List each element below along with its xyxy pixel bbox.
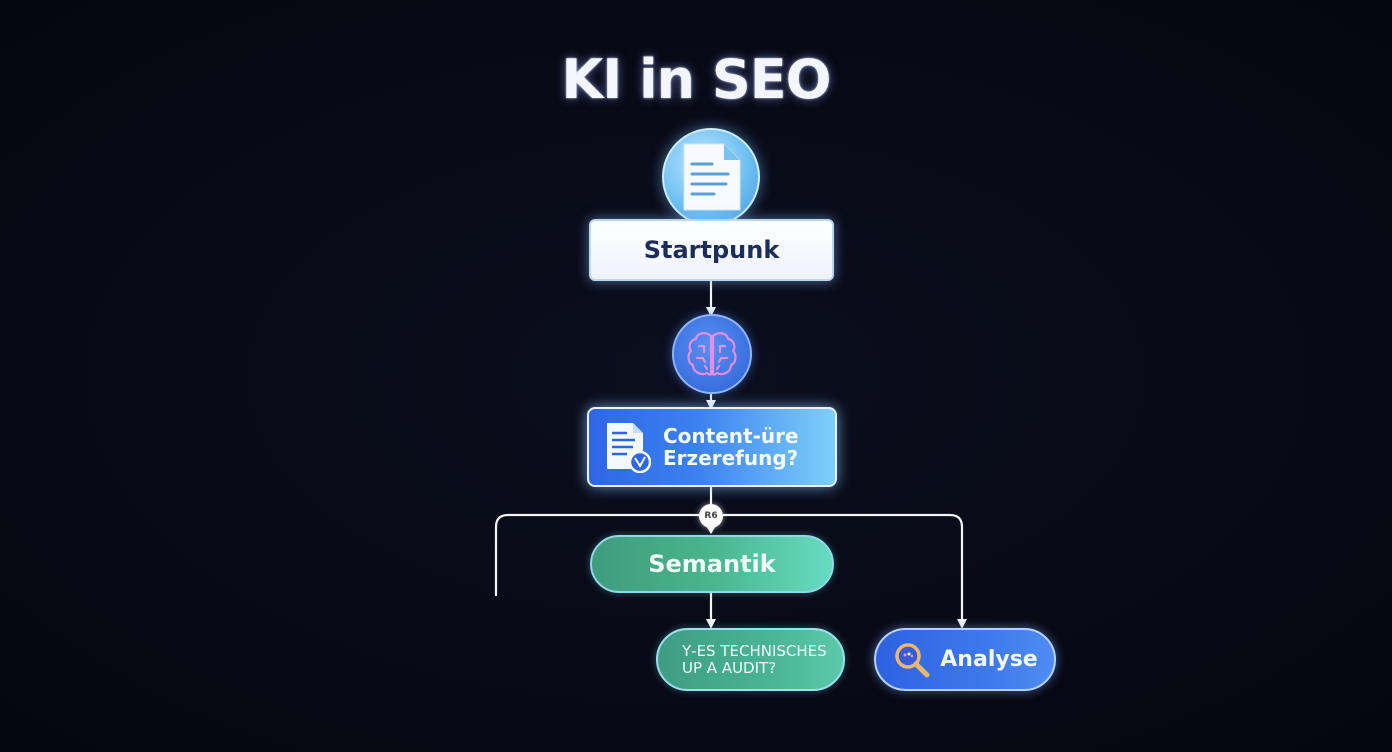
technical-audit-node: Y‑ES TECHNISCHES UP A AUDIT?	[656, 628, 845, 691]
technical-audit-line1: Y‑ES TECHNISCHES	[682, 641, 827, 660]
technical-audit-line2: UP A AUDIT?	[682, 658, 777, 677]
start-label: Startpunk	[643, 236, 780, 264]
document-node	[662, 128, 760, 226]
diagram-title: KI in SEO	[561, 48, 831, 111]
document-check-icon	[607, 423, 651, 473]
branch-badge: R6	[699, 504, 723, 534]
semantik-label: Semantik	[648, 550, 776, 578]
content-decision-node: Content-üre Erzerefung?	[587, 407, 837, 487]
brain-icon	[687, 332, 737, 376]
content-label-line1: Content-üre	[663, 424, 799, 448]
content-label-line2: Erzerefung?	[663, 446, 799, 470]
start-node: Startpunk	[589, 219, 834, 281]
magnifier-icon	[895, 642, 930, 677]
analyse-label: Analyse	[940, 647, 1038, 672]
content-label: Content-üre Erzerefung?	[663, 425, 799, 469]
document-icon	[683, 143, 741, 211]
analyse-node: Analyse	[874, 628, 1056, 691]
semantik-node: Semantik	[590, 535, 834, 593]
ai-brain-node	[672, 314, 752, 394]
branch-badge-label: R6	[704, 511, 718, 521]
